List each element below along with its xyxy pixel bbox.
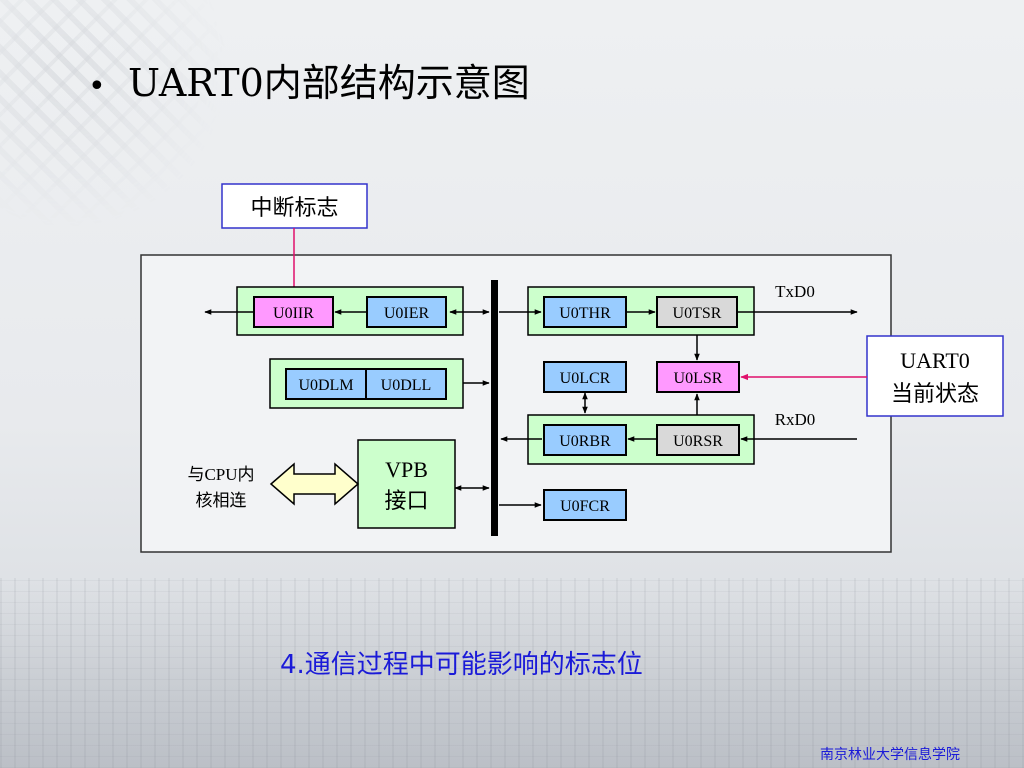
u0iir-label: U0IIR (273, 305, 314, 322)
interrupt-flag-callout (221, 183, 368, 229)
u0lsr-register (656, 361, 740, 393)
u0dlm-label: U0DLM (298, 377, 353, 394)
vpb-label-line1: VPB (385, 457, 428, 482)
cpu-connection-arrow-icon (269, 462, 360, 506)
u0lsr-label: U0LSR (674, 370, 723, 387)
u0rbr-register (543, 424, 627, 456)
internal-bus (491, 280, 498, 536)
uart0-state-label-line2: 当前状态 (891, 381, 979, 406)
u0lcr-register (543, 361, 627, 393)
u0rbr-label: U0RBR (559, 433, 611, 450)
u0dll-register (365, 368, 447, 400)
u0fcr-register (543, 489, 627, 521)
u0fcr-label: U0FCR (560, 498, 610, 515)
txd0-label: TxD0 (775, 282, 815, 301)
slide-title-text: UART0内部结构示意图 (128, 61, 530, 105)
uart0-state-callout (866, 335, 1004, 417)
u0ier-register (366, 296, 447, 328)
slide-footer: 南京林业大学信息学院 (820, 747, 960, 763)
u0lcr-label: U0LCR (560, 370, 611, 387)
u0thr-register (543, 296, 627, 328)
background-pattern (0, 0, 230, 230)
uart0-state-label-line1: UART0 (900, 348, 970, 373)
slide-caption: 4.通信过程中可能影响的标志位 (280, 650, 643, 680)
rxd0-label: RxD0 (775, 410, 816, 429)
u0dlm-register (285, 368, 367, 400)
interrupt-flag-label: 中断标志 (250, 195, 338, 220)
vpb-interface-block (357, 439, 456, 529)
u0tsr-label: U0TSR (673, 305, 722, 322)
u0dll-label: U0DLL (381, 377, 432, 394)
u0rsr-register (656, 424, 740, 456)
u0thr-label: U0THR (559, 305, 611, 322)
u0iir-register (253, 296, 334, 328)
vpb-label-line2: 接口 (384, 488, 428, 513)
background-texture (0, 578, 1024, 768)
u0rsr-label: U0RSR (673, 433, 723, 450)
bullet-icon: • (88, 69, 106, 104)
cpu-label-line2: 核相连 (196, 491, 247, 510)
slide-title: • UART0内部结构示意图 (88, 52, 530, 107)
u0ier-label: U0IER (384, 305, 430, 322)
cpu-label-line1: 与CPU内 (187, 465, 254, 484)
